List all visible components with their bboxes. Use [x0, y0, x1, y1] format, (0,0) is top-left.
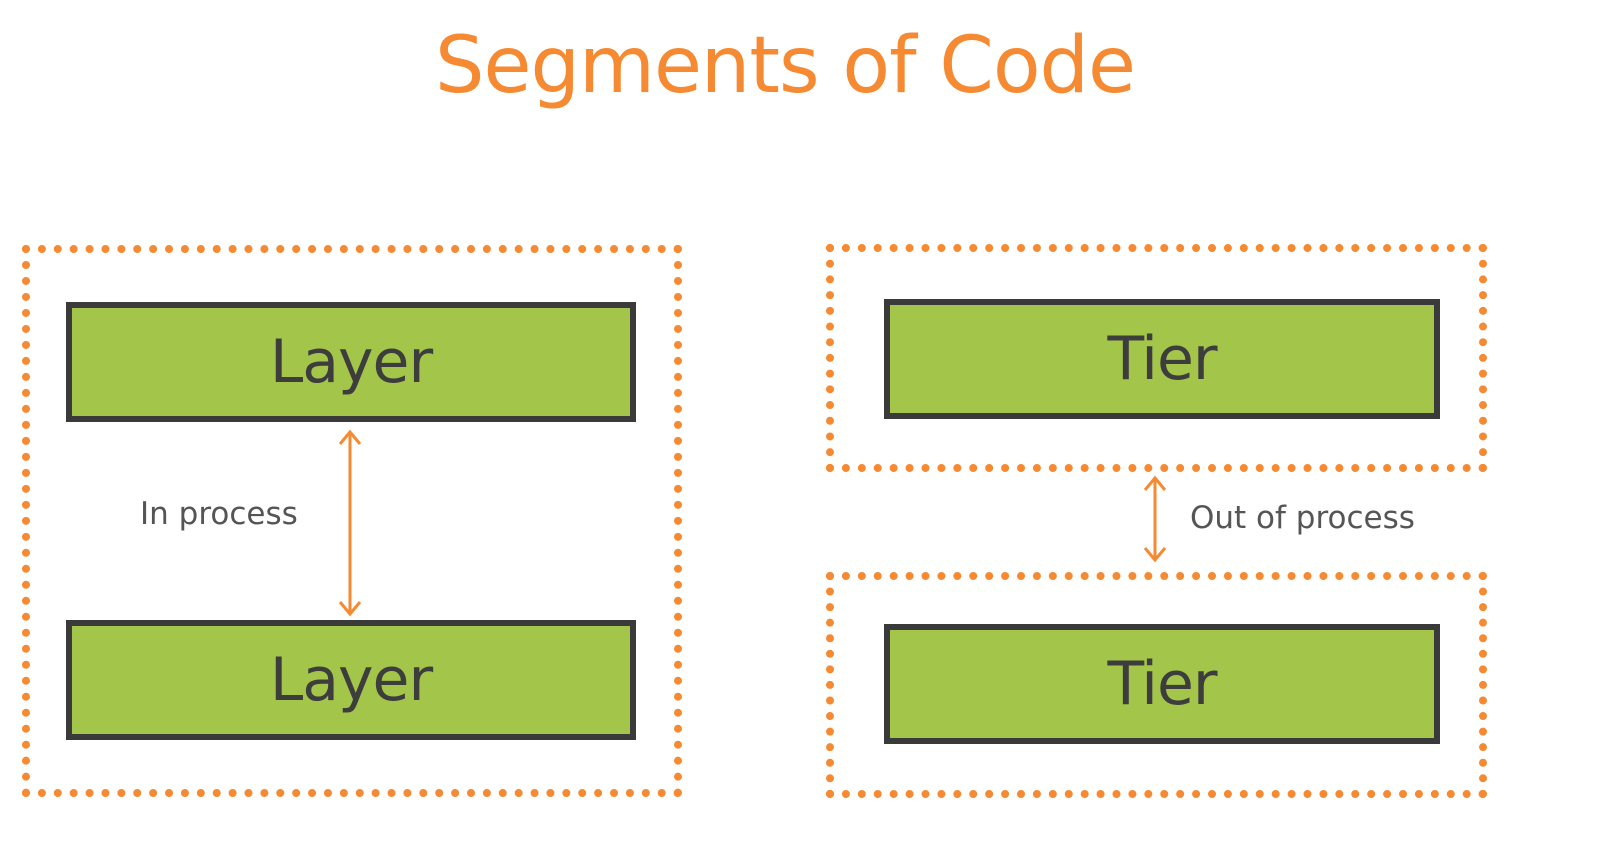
- process-boundary-right-top: [826, 244, 1487, 472]
- process-boundary-left: [22, 245, 682, 797]
- tier-box-bottom: Tier: [884, 624, 1440, 744]
- layer-box-top: Layer: [66, 302, 636, 422]
- diagram-title: Segments of Code: [434, 21, 1136, 111]
- in-process-label: In process: [140, 496, 298, 532]
- tier-box-top: Tier: [884, 299, 1440, 419]
- double-arrow-icon: [1143, 475, 1167, 563]
- out-of-process-label: Out of process: [1190, 500, 1415, 536]
- layer-box-bottom: Layer: [66, 620, 636, 740]
- process-boundary-right-bottom: [826, 572, 1487, 798]
- double-arrow-icon: [338, 429, 362, 617]
